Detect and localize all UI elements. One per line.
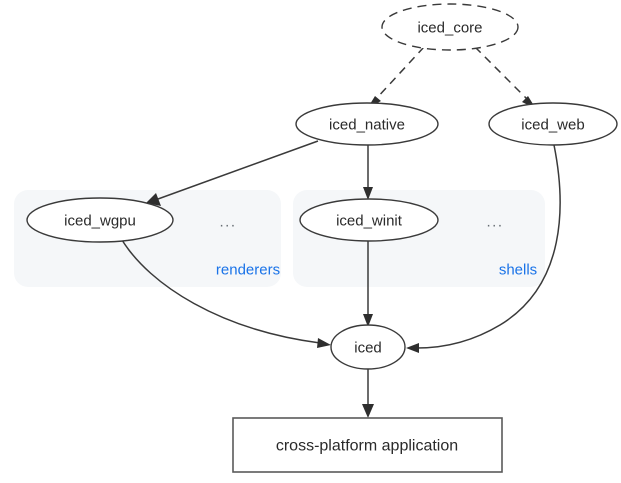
edge-native-to-wgpu [146,140,319,206]
node-iced-core-shape[interactable] [381,3,519,51]
edge-wgpu-to-iced-line [121,239,321,344]
node-iced[interactable]: iced [330,324,406,370]
node-iced-wgpu-label: iced_wgpu [64,213,136,230]
edge-core-to-native [367,46,425,109]
node-iced-winit-label: iced_winit [336,213,403,230]
node-iced-wgpu-shape[interactable] [26,197,174,243]
edge-native-to-wgpu-line [157,140,319,200]
cluster-renderers-ellipsis: ... [219,214,236,231]
node-iced-web[interactable]: iced_web [488,102,618,146]
cluster-shells-label: shells [499,262,537,279]
edge-winit-to-iced [363,241,373,327]
edge-wgpu-to-iced [121,239,331,348]
edge-web-to-iced-arrowhead [406,343,419,353]
node-iced-winit[interactable]: iced_winit [299,198,439,242]
edge-iced-to-app-arrowhead [362,404,374,418]
edge-core-to-web-line [474,46,529,101]
node-iced-native[interactable]: iced_native [295,102,439,146]
node-iced-winit-shape[interactable] [299,198,439,242]
node-iced-core[interactable]: iced_core [381,3,519,51]
node-iced-native-shape[interactable] [295,102,439,146]
edge-iced-to-app [362,369,374,418]
node-cross-platform-application[interactable]: cross-platform application [232,417,503,473]
edge-native-to-wgpu-arrowhead [146,193,161,206]
edge-winit-to-iced-arrowhead [363,314,373,327]
node-iced-web-shape[interactable] [488,102,618,146]
node-iced-core-label: iced_core [417,20,482,37]
node-iced-web-label: iced_web [521,117,584,134]
edge-native-to-winit-arrowhead [363,187,373,200]
node-iced-wgpu[interactable]: iced_wgpu [26,197,174,243]
edge-web-to-iced-line [416,144,561,349]
edge-core-to-native-line [374,46,425,101]
edge-wgpu-to-iced-arrowhead [317,338,331,348]
edge-native-to-winit [363,145,373,200]
edge-core-to-web [474,46,536,109]
node-iced-label: iced [354,340,382,357]
cluster-shells-ellipsis: ... [486,214,503,231]
node-iced-shape[interactable] [330,324,406,370]
edge-web-to-iced [406,144,561,353]
node-cross-platform-application-shape[interactable] [232,417,503,473]
cluster-renderers-label: renderers [216,262,280,279]
node-cross-platform-application-label: cross-platform application [276,438,458,455]
node-iced-native-label: iced_native [329,117,405,134]
